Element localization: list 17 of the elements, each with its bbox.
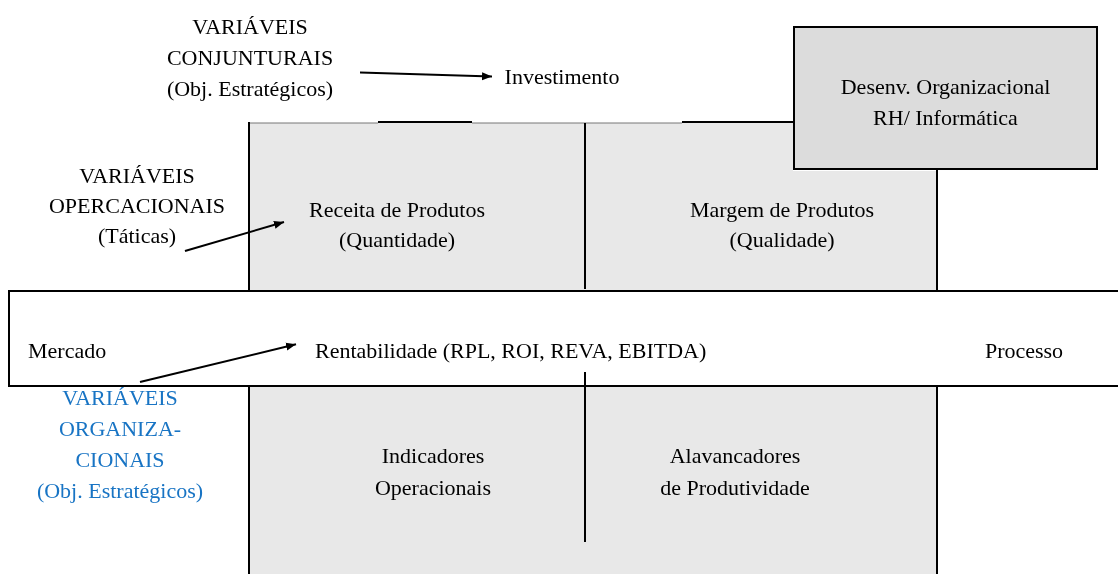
variable-label: VARIÁVEIS CONJUNTURAIS (Obj. Estratégicos): [140, 11, 360, 104]
box-text: Desenv. Organizacional RH/ Informática: [839, 73, 1052, 132]
arrow: [359, 71, 493, 81]
variable-label: VARIÁVEIS OPERCACIONAIS (Táticas): [26, 161, 248, 251]
arrow: [183, 220, 285, 252]
variable-label: VARIÁVEIS ORGANIZA- CIONAIS (Obj. Estratégicos): [20, 382, 220, 506]
band-label: Mercado: [28, 335, 138, 366]
quadrant-label: Indicadores Operacionais: [343, 440, 523, 504]
quadrant-label: Margem de Produtos (Qualidade): [672, 195, 892, 255]
band-label: Rentabilidade (RPL, ROI, REVA, EBITDA): [296, 335, 796, 366]
node-label: Investimento: [492, 61, 632, 92]
quadrant-label: Alavancadores de Produtividade: [640, 440, 830, 504]
arrow: [139, 342, 297, 383]
quadrant-label: Receita de Produtos (Quantidade): [284, 195, 510, 255]
process-box: [793, 26, 1098, 170]
band-label: Processo: [964, 335, 1084, 366]
band-box: [8, 290, 1118, 387]
